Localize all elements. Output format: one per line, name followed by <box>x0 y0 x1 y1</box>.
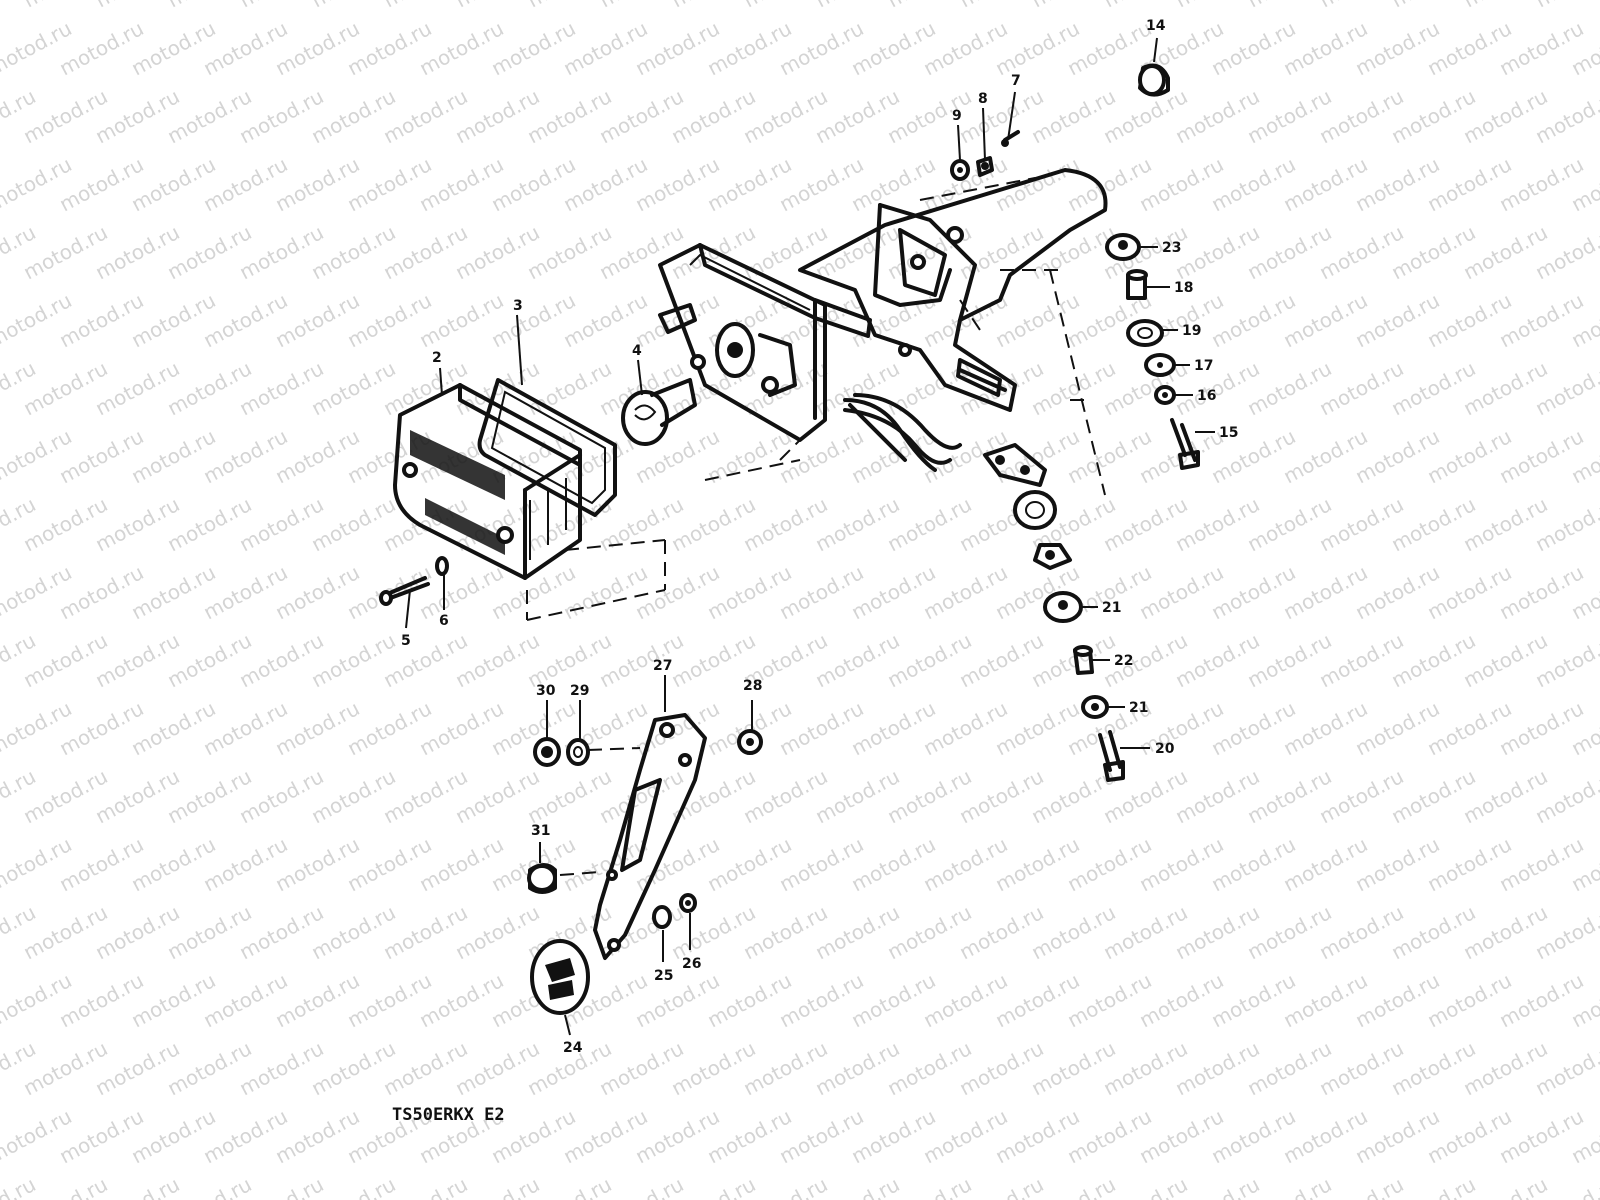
callout-24: 24 <box>563 1040 583 1056</box>
callout-31: 31 <box>531 823 550 839</box>
callout-20: 20 <box>1155 741 1175 757</box>
assembly-guide-lines <box>526 177 1106 876</box>
callout-6: 6 <box>439 613 449 629</box>
callout-30: 30 <box>536 683 556 699</box>
callout-5: 5 <box>401 633 411 649</box>
callout-4: 4 <box>632 343 642 359</box>
part-4-bulb <box>621 378 697 446</box>
callout-28: 28 <box>743 678 762 694</box>
rear-fender-bracket <box>798 168 1108 412</box>
callout-7: 7 <box>1011 73 1021 89</box>
callout-17: 17 <box>1194 358 1213 374</box>
part-27-bracket-arm <box>593 713 707 960</box>
callout-27: 27 <box>653 658 672 674</box>
wiring-harness <box>843 393 962 472</box>
callout-21a: 21 <box>1102 600 1121 616</box>
callout-16: 16 <box>1197 388 1216 404</box>
callout-29: 29 <box>570 683 589 699</box>
callout-23: 23 <box>1162 240 1181 256</box>
callout-19: 19 <box>1182 323 1201 339</box>
callout-25: 25 <box>654 968 673 984</box>
callout-9: 9 <box>952 108 962 124</box>
callout-26: 26 <box>682 956 701 972</box>
leader-lines <box>405 37 1215 1036</box>
callout-2: 2 <box>432 350 442 366</box>
callout-21b: 21 <box>1129 700 1148 716</box>
part-5-6-screw-washer <box>379 556 449 606</box>
callout-18: 18 <box>1174 280 1193 296</box>
callout-14: 14 <box>1146 18 1166 34</box>
callout-8: 8 <box>978 91 988 107</box>
callout-22: 22 <box>1114 653 1133 669</box>
callout-3: 3 <box>513 298 523 314</box>
model-code-label: TS50ERKX E2 <box>392 1105 505 1125</box>
callout-15: 15 <box>1219 425 1238 441</box>
small-parts-lower <box>527 729 763 1015</box>
